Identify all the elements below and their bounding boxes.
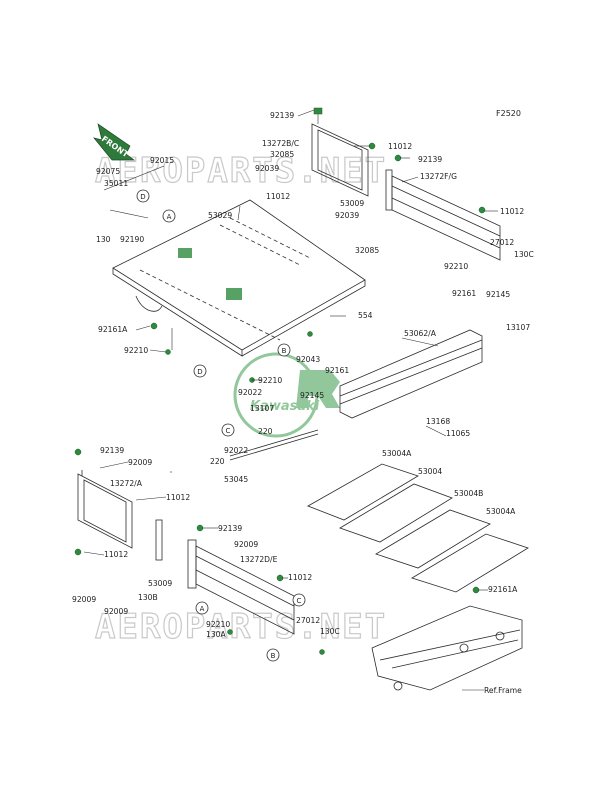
part-label: 11012 [388, 142, 412, 151]
part-label: 92009 [128, 458, 152, 467]
part-label: 92161A [98, 325, 128, 334]
upper-side-gate [311, 107, 369, 197]
callout-b-1: B [277, 343, 291, 357]
part-label: 53029 [208, 211, 232, 220]
callout-c-2: C [292, 593, 306, 607]
part-label: 92039 [335, 211, 359, 220]
part-label: 92161A [488, 585, 518, 594]
part-label: 92022 [224, 446, 248, 455]
part-label: 53045 [224, 475, 248, 484]
callout-letter: B [282, 347, 287, 355]
part-label: 92210 [444, 262, 468, 271]
lower-gate [187, 539, 295, 635]
part-label: 13272D/E [240, 555, 278, 564]
part-label: 92022 [238, 388, 262, 397]
part-label: 92139 [218, 524, 242, 533]
part-label: 130B [138, 593, 158, 602]
part-label: 92043 [296, 355, 320, 364]
part-label: 35011 [104, 179, 128, 188]
callout-letter: A [200, 605, 205, 613]
callout-letter: C [297, 597, 302, 605]
part-label: 92009 [234, 540, 258, 549]
callout-letter: A [167, 213, 172, 221]
part-label: 11012 [166, 493, 190, 502]
part-label: 27012 [296, 616, 320, 625]
center-logo-text: Kawasaki [250, 399, 320, 414]
right-side-gate [385, 169, 501, 261]
callout-letter: D [140, 193, 145, 201]
part-label: 32085 [355, 246, 379, 255]
part-label: 53004A [382, 449, 412, 458]
left-gate [77, 470, 163, 561]
part-label: 92190 [120, 235, 144, 244]
part-label: 92210 [124, 346, 148, 355]
callout-d-2: D [193, 364, 207, 378]
diagram-code: F2520 [496, 109, 521, 118]
part-label: 53004 [418, 467, 442, 476]
part-label: 220 [258, 427, 273, 436]
part-label: 13107 [250, 404, 274, 413]
part-label: 53062/A [404, 329, 437, 338]
part-label: 53009 [148, 579, 172, 588]
part-label: 92145 [300, 391, 324, 400]
watermark-top: AEROPARTS.NET [95, 151, 387, 191]
part-label: 130C [320, 627, 340, 636]
part-label: 220 [210, 457, 225, 466]
part-label: 27012 [490, 238, 514, 247]
part-label: 92039 [255, 164, 279, 173]
callout-letter: C [226, 427, 231, 435]
part-label: 92139 [270, 111, 294, 120]
kawasaki-logo-icon: Kawasaki [233, 352, 340, 438]
watermark-bottom: AEROPARTS.NET [95, 607, 387, 647]
leader-lines [83, 109, 498, 591]
rod [229, 429, 319, 461]
callout-d-1: D [136, 189, 150, 203]
part-label: 13107 [506, 323, 530, 332]
part-label: 130C [514, 250, 534, 259]
part-label: 92139 [100, 446, 124, 455]
callout-letter: B [271, 652, 276, 660]
part-label: 11065 [446, 429, 470, 438]
part-label: 13272F/G [420, 172, 457, 181]
part-label: 13272B/C [262, 139, 299, 148]
callout-a-2: A [195, 601, 209, 615]
part-label: 130 [96, 235, 111, 244]
part-label: 92210 [206, 620, 230, 629]
callout-c-1: C [221, 423, 235, 437]
part-label: 11012 [266, 192, 290, 201]
part-label: 53009 [340, 199, 364, 208]
part-label: 92009 [104, 607, 128, 616]
part-label: 92145 [486, 290, 510, 299]
part-label: 11012 [500, 207, 524, 216]
part-label: 92139 [418, 155, 442, 164]
deck-panel [112, 199, 366, 357]
callout-a-1: A [162, 209, 176, 223]
part-label: 32085 [270, 150, 294, 159]
callout-b-2: B [266, 648, 280, 662]
part-label: 13272/A [110, 479, 143, 488]
part-label: 11012 [104, 550, 128, 559]
side-rail [339, 329, 483, 419]
part-label: 92161 [452, 289, 476, 298]
callout-letter: D [197, 368, 202, 376]
part-label: 13168 [426, 417, 450, 426]
part-label: 554 [358, 311, 373, 320]
deck-mats [307, 463, 529, 593]
part-label: 11012 [288, 573, 312, 582]
frame-reference [371, 605, 523, 691]
part-label: 130A [206, 630, 226, 639]
part-label: 92075 [96, 167, 120, 176]
part-label: 92161 [325, 366, 349, 375]
part-label: 92009 [72, 595, 96, 604]
part-labels: 92139 13272B/C 32085 92039 11012 11012 9… [72, 111, 534, 639]
part-label: 53004B [454, 489, 483, 498]
part-label: 92210 [258, 376, 282, 385]
part-label: 92015 [150, 156, 174, 165]
ref-frame-label: Ref.Frame [484, 686, 522, 695]
part-label: 53004A [486, 507, 516, 516]
